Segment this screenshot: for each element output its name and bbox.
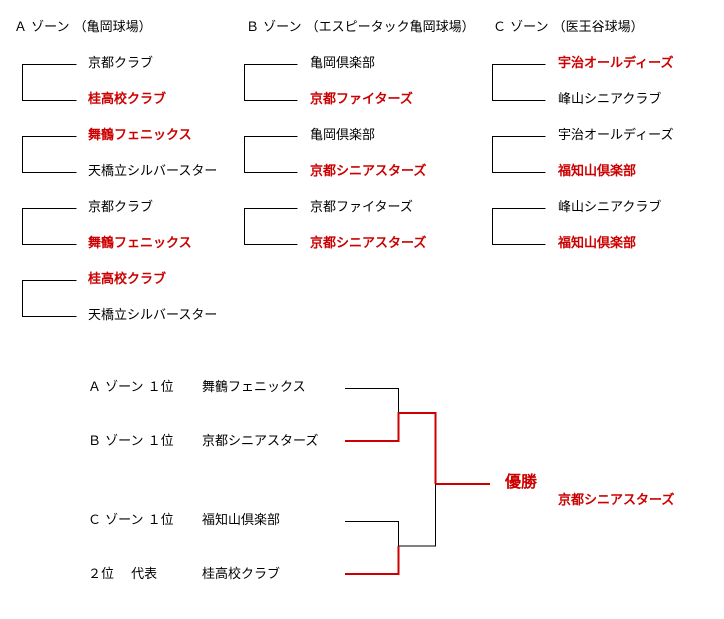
zone-b-match3-top: 京都ファイターズ <box>310 200 413 215</box>
zone-c-match1-top: 宇治オールディーズ <box>558 56 674 71</box>
zone-b-match3-bottom: 京都シニアスターズ <box>310 236 427 251</box>
zone-a-bracket-3 <box>22 208 77 245</box>
final-line-semi-lower <box>398 484 436 547</box>
final-entry-1-label: Ａ ゾーン １位 <box>88 380 174 395</box>
zone-a-bracket-1 <box>22 64 77 101</box>
final-entry-4-team: 桂高校クラブ <box>202 567 281 582</box>
final-entry-4-label: ２位 代表 <box>88 567 158 582</box>
zone-a-title: Ａ ゾーン （亀岡球場） <box>14 20 152 35</box>
zone-a-match1-bottom: 桂高校クラブ <box>88 92 167 107</box>
zone-c-bracket-2 <box>492 136 546 173</box>
zone-c-match2-bottom: 福知山倶楽部 <box>558 164 637 179</box>
zone-b-bracket-1 <box>244 64 298 101</box>
zone-a-match4-top: 桂高校クラブ <box>88 272 167 287</box>
zone-a-match2-top: 舞鶴フェニックス <box>88 128 192 143</box>
champion-label: 優勝 <box>505 472 538 491</box>
zone-c-match3-top: 峰山シニアクラブ <box>558 200 662 215</box>
final-entry-2-label: Ｂ ゾーン １位 <box>88 434 174 449</box>
zone-b-bracket-3 <box>244 208 298 245</box>
zone-a-match2-bottom: 天橋立シルバースター <box>88 164 218 179</box>
champion-team: 京都シニアスターズ <box>558 493 675 508</box>
zone-c-match2-top: 宇治オールディーズ <box>558 128 674 143</box>
final-line-entry-3 <box>345 521 399 546</box>
final-entry-2-team: 京都シニアスターズ <box>202 434 319 449</box>
zone-b-bracket-2 <box>244 136 298 173</box>
zone-b-match1-bottom: 京都ファイターズ <box>310 92 413 107</box>
zone-a-match3-top: 京都クラブ <box>88 200 154 215</box>
zone-c-bracket-1 <box>492 64 546 101</box>
final-line-entry-2 <box>345 412 437 484</box>
zone-b-match1-top: 亀岡倶楽部 <box>310 56 376 71</box>
zone-a-bracket-4 <box>22 280 77 317</box>
zone-c-match1-bottom: 峰山シニアクラブ <box>558 92 662 107</box>
final-entry-1-team: 舞鶴フェニックス <box>202 380 306 395</box>
zone-a-match1-top: 京都クラブ <box>88 56 154 71</box>
zone-b-match2-bottom: 京都シニアスターズ <box>310 164 427 179</box>
zone-a-match4-bottom: 天橋立シルバースター <box>88 308 218 323</box>
zone-b-title: Ｂ ゾーン （エスピータック亀岡球場） <box>246 20 475 35</box>
zone-c-bracket-3 <box>492 208 546 245</box>
final-line-entry-4 <box>345 546 400 575</box>
zone-a-match3-bottom: 舞鶴フェニックス <box>88 236 192 251</box>
zone-a-bracket-2 <box>22 136 77 173</box>
final-entry-3-team: 福知山倶楽部 <box>202 513 281 528</box>
final-line-entry-1 <box>345 388 399 413</box>
zone-c-match3-bottom: 福知山倶楽部 <box>558 236 637 251</box>
final-entry-3-label: Ｃ ゾーン １位 <box>88 513 174 528</box>
zone-c-title: Ｃ ゾーン （医王谷球場） <box>493 20 644 35</box>
zone-b-match2-top: 亀岡倶楽部 <box>310 128 376 143</box>
